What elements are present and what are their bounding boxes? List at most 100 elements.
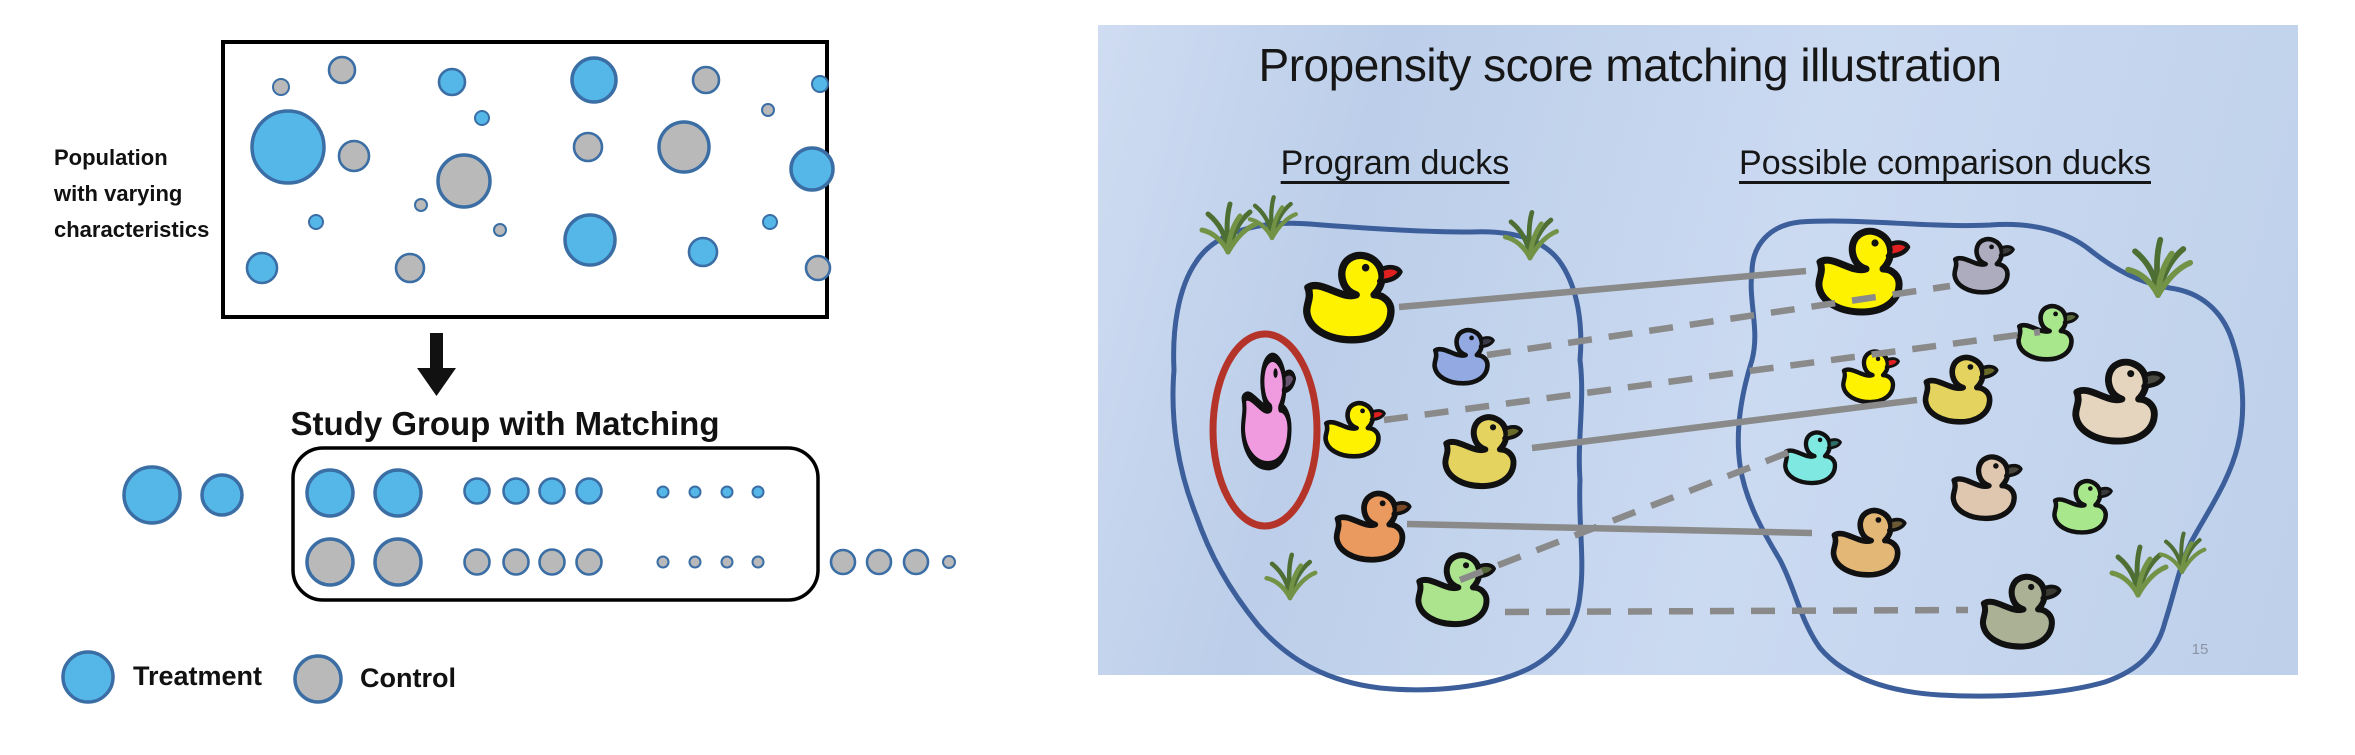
small-yellow-duck	[1326, 403, 1385, 456]
treatment-circle	[250, 109, 326, 185]
treatment-circle	[751, 485, 765, 499]
treatment-circle	[474, 110, 490, 126]
grass-tuft	[1250, 197, 1296, 238]
large-yellow-duck	[1307, 255, 1401, 339]
legend-marks	[61, 650, 343, 704]
tan-duck	[1834, 511, 1905, 575]
comparison-pond-outline	[1735, 218, 2246, 699]
control-circle	[572, 131, 604, 163]
treatment-circle	[538, 477, 566, 505]
legend-treatment-label: Treatment	[133, 661, 263, 691]
large-tan-duck	[2076, 362, 2163, 441]
control-circle	[720, 555, 734, 569]
control-circle	[538, 548, 566, 576]
program-ducks-header: Program ducks	[1280, 144, 1510, 182]
control-circle	[337, 139, 371, 173]
control-circle	[656, 555, 670, 569]
treatment-circle	[688, 485, 702, 499]
grass-tuft	[1267, 555, 1316, 598]
control-circle	[761, 103, 775, 117]
treatment-circle	[762, 214, 778, 230]
pink-circled-duck	[1243, 357, 1295, 465]
control-circle	[373, 537, 423, 587]
control-circle	[829, 548, 857, 576]
control-circle	[394, 252, 426, 284]
control-circle	[414, 198, 428, 212]
control-circle	[272, 78, 290, 96]
treatment-circle	[245, 251, 279, 285]
gray-duck	[1955, 239, 2014, 292]
control-circle	[942, 555, 956, 569]
cyan-duck	[1785, 433, 1840, 483]
population-label: Population with varying characteristics	[54, 140, 229, 248]
control-circle	[804, 254, 832, 282]
control-circle	[502, 548, 530, 576]
green-duck	[1418, 555, 1494, 624]
control-circle	[436, 153, 492, 209]
control-circle	[688, 555, 702, 569]
study-group-title: Study Group with Matching	[290, 405, 720, 442]
treatment-circle	[61, 650, 115, 704]
treatment-circle	[502, 477, 530, 505]
khaki-duck	[1445, 417, 1521, 486]
treatment-circle	[720, 485, 734, 499]
control-circle	[293, 654, 343, 704]
treatment-circle	[563, 213, 617, 267]
control-circle	[327, 55, 357, 85]
study-group-circles	[122, 465, 956, 587]
control-circle	[751, 555, 765, 569]
treatment-circle	[200, 473, 244, 517]
treatment-circle	[570, 56, 618, 104]
matched-group-box	[291, 446, 820, 602]
treatment-circle	[656, 485, 670, 499]
control-circle	[902, 548, 930, 576]
treatment-circle	[305, 468, 355, 518]
control-circle	[575, 548, 603, 576]
treatment-circle	[789, 146, 835, 192]
light-green-duck	[2019, 306, 2078, 359]
treatment-circle	[437, 67, 467, 97]
legend-control-label: Control	[360, 663, 456, 693]
treatment-circle	[575, 477, 603, 505]
population-circles	[245, 55, 835, 285]
slide-page-number: 15	[2191, 641, 2209, 658]
treatment-circle	[373, 468, 423, 518]
control-circle	[493, 223, 507, 237]
population-box	[221, 40, 829, 319]
comparison-ducks-header: Possible comparison ducks	[1739, 144, 2151, 182]
treatment-circle	[463, 477, 491, 505]
population-label-line2: with varying	[54, 181, 183, 206]
treatment-circle	[811, 75, 829, 93]
down-arrow-icon	[417, 333, 456, 396]
solid-match-line	[1531, 396, 1918, 452]
highlight-ellipse	[1209, 330, 1321, 530]
blue-duck	[1435, 330, 1494, 383]
orange-duck	[1337, 494, 1410, 560]
population-label-line3: characteristics	[54, 217, 210, 242]
solid-match-line	[1398, 267, 1807, 311]
solid-match-line	[1406, 520, 1813, 537]
dashed-match-line	[1383, 328, 2041, 424]
control-circle	[657, 120, 711, 174]
light-green-2-duck	[2054, 481, 2111, 532]
ducks	[1243, 231, 2163, 646]
dashed-match-line	[1458, 444, 1802, 584]
dashed-match-line	[1504, 606, 1969, 616]
population-label-line1: Population	[54, 145, 168, 170]
match-lines	[1383, 267, 2041, 616]
control-circle	[463, 548, 491, 576]
control-circle	[865, 548, 893, 576]
grass-tuft	[2112, 547, 2166, 595]
treatment-circle	[308, 214, 324, 230]
program-pond-outline	[1170, 220, 1585, 693]
khaki-duck	[1926, 358, 1997, 422]
grass-tuft	[2128, 240, 2190, 295]
dashed-match-line	[1486, 282, 1951, 359]
treatment-circle	[122, 465, 182, 525]
slide-title: Propensity score matching illustration	[1258, 39, 2002, 91]
control-circle	[305, 537, 355, 587]
control-circle	[691, 65, 721, 95]
beige-duck	[1953, 457, 2021, 518]
